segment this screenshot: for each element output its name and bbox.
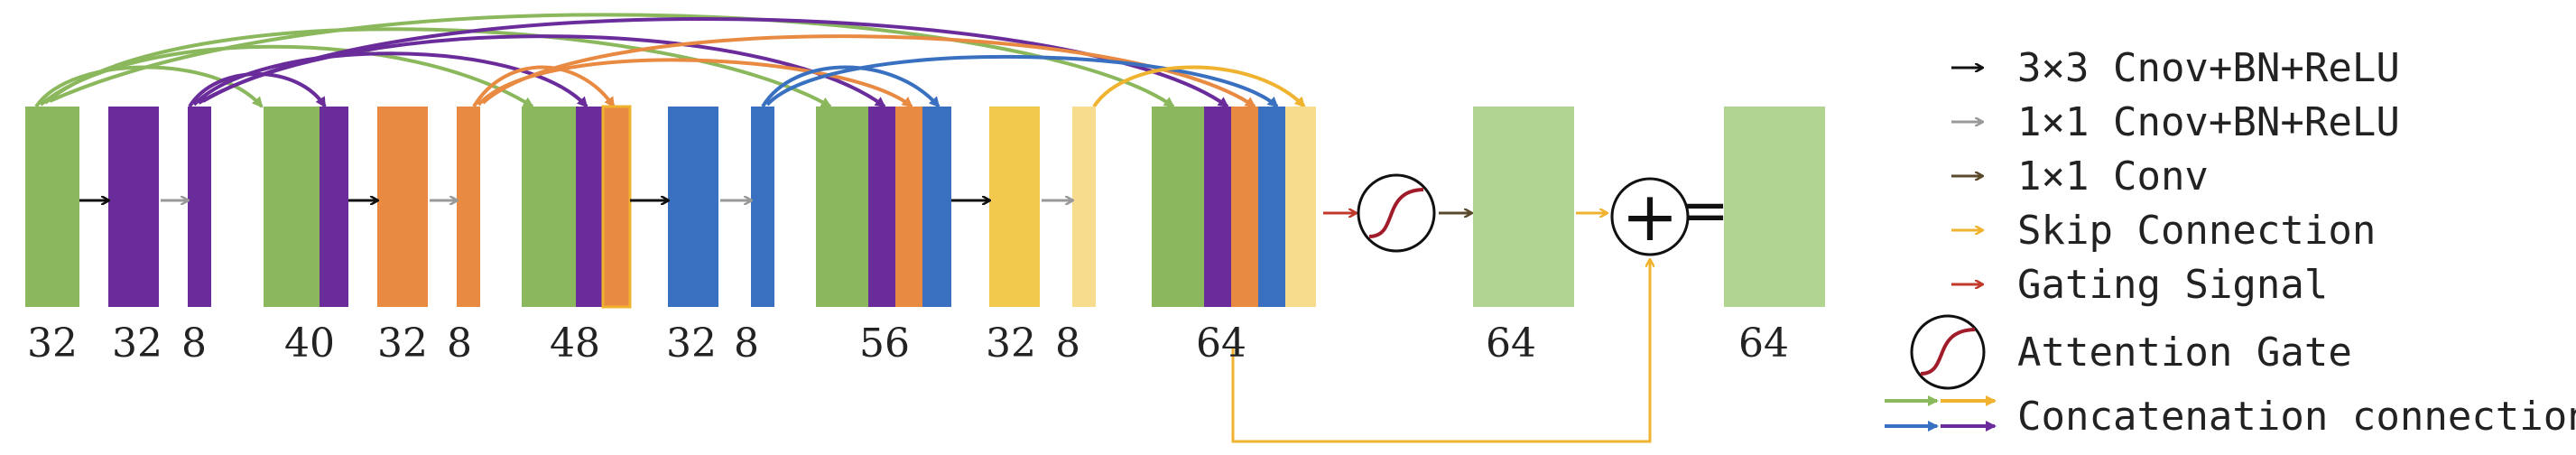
legend-conv1x1-bn-label: 1×1 Cnov+BN+ReLU [2017, 99, 2400, 145]
block-concat-56-purple [868, 107, 895, 307]
block-concat-40-green [264, 107, 320, 307]
block-conv1-8-b [457, 107, 480, 307]
block-conv3-32-b [377, 107, 428, 307]
channel-label: 8 [447, 320, 472, 367]
sigmoid-curve-icon [1368, 188, 1424, 238]
channel-labels: 32 32 8 40 32 8 48 32 8 56 32 8 64 64 64 [27, 320, 1789, 367]
channel-label: 32 [112, 320, 162, 367]
flow-arrows [79, 200, 1650, 443]
concat-arc-green-4 [49, 13, 1175, 108]
block-concat-48-purple [576, 107, 603, 307]
block-concat-40-purple [320, 107, 348, 307]
channel-label: 64 [1196, 320, 1246, 367]
channel-label: 32 [377, 320, 428, 367]
skip-connection-path [1231, 260, 1650, 443]
block-input-32 [25, 107, 79, 307]
block-conv1-8 [188, 107, 211, 307]
legend-sigmoid-icon [1920, 328, 1976, 376]
attention-gate [1357, 173, 1436, 253]
block-conv3-32 [108, 107, 159, 307]
block-concat-64-blue [1258, 107, 1285, 307]
channel-label: 32 [986, 320, 1036, 367]
equals-sign: = [1681, 178, 1729, 245]
channel-label: 40 [284, 320, 335, 367]
legend-attention-gate-icon [1910, 314, 1986, 390]
legend-skip-label: Skip Connection [2017, 208, 2376, 254]
legend-attention-label: Attention Gate [2017, 330, 2352, 376]
channel-label: 8 [181, 320, 207, 367]
addition-node: + [1610, 176, 1690, 256]
block-concat-64-purple [1204, 107, 1231, 307]
block-conv1-8-c [751, 107, 774, 307]
block-concat-64-orange [1231, 107, 1258, 307]
concat-arc-blue-1 [761, 65, 941, 108]
block-concat-56-green [816, 107, 868, 307]
channel-label: 8 [734, 320, 759, 367]
block-concat-56-blue [922, 107, 951, 307]
block-concat-64-green [1152, 107, 1204, 307]
concat-arc-green-3 [43, 27, 832, 108]
block-attended-64 [1473, 107, 1574, 307]
block-conv3-32-d [989, 107, 1040, 307]
block-concat-64-yellow [1285, 107, 1316, 307]
concat-arc-orange-3 [481, 34, 1256, 108]
channel-label: 48 [550, 320, 600, 367]
block-conv1-8-d [1072, 107, 1096, 307]
block-output-64 [1724, 107, 1825, 307]
channel-label: 32 [27, 320, 78, 367]
channel-label: 64 [1486, 320, 1536, 367]
block-concat-48-orange [601, 105, 632, 309]
legend: 3×3 Cnov+BN+ReLU 1×1 Cnov+BN+ReLU 1×1 Co… [1885, 45, 2576, 440]
blocks [25, 105, 1825, 309]
block-concat-56-orange [895, 107, 922, 307]
legend-conv1x1-label: 1×1 Conv [2017, 153, 2209, 200]
legend-conv3x3-label: 3×3 Cnov+BN+ReLU [2017, 45, 2400, 91]
legend-concat-label: Concatenation connection [2017, 394, 2576, 440]
concat-arcs [34, 13, 1306, 108]
concat-arc-orange-1 [472, 65, 616, 108]
channel-label: 56 [859, 320, 910, 367]
attention-gate-circle [1357, 173, 1436, 253]
channel-label: 32 [666, 320, 717, 367]
block-conv3-32-c [668, 107, 718, 307]
plus-sign: + [1621, 176, 1679, 256]
concat-arc-purple-1 [188, 72, 327, 108]
concat-arc-yellow-1 [1092, 65, 1306, 108]
channel-label: 64 [1738, 320, 1789, 367]
concat-arc-purple-2 [192, 51, 588, 108]
block-concat-48-green [522, 107, 576, 307]
concat-arc-blue-2 [765, 54, 1279, 108]
plus-circle [1610, 177, 1690, 256]
legend-gating-label: Gating Signal [2017, 262, 2328, 308]
channel-label: 8 [1055, 320, 1080, 367]
